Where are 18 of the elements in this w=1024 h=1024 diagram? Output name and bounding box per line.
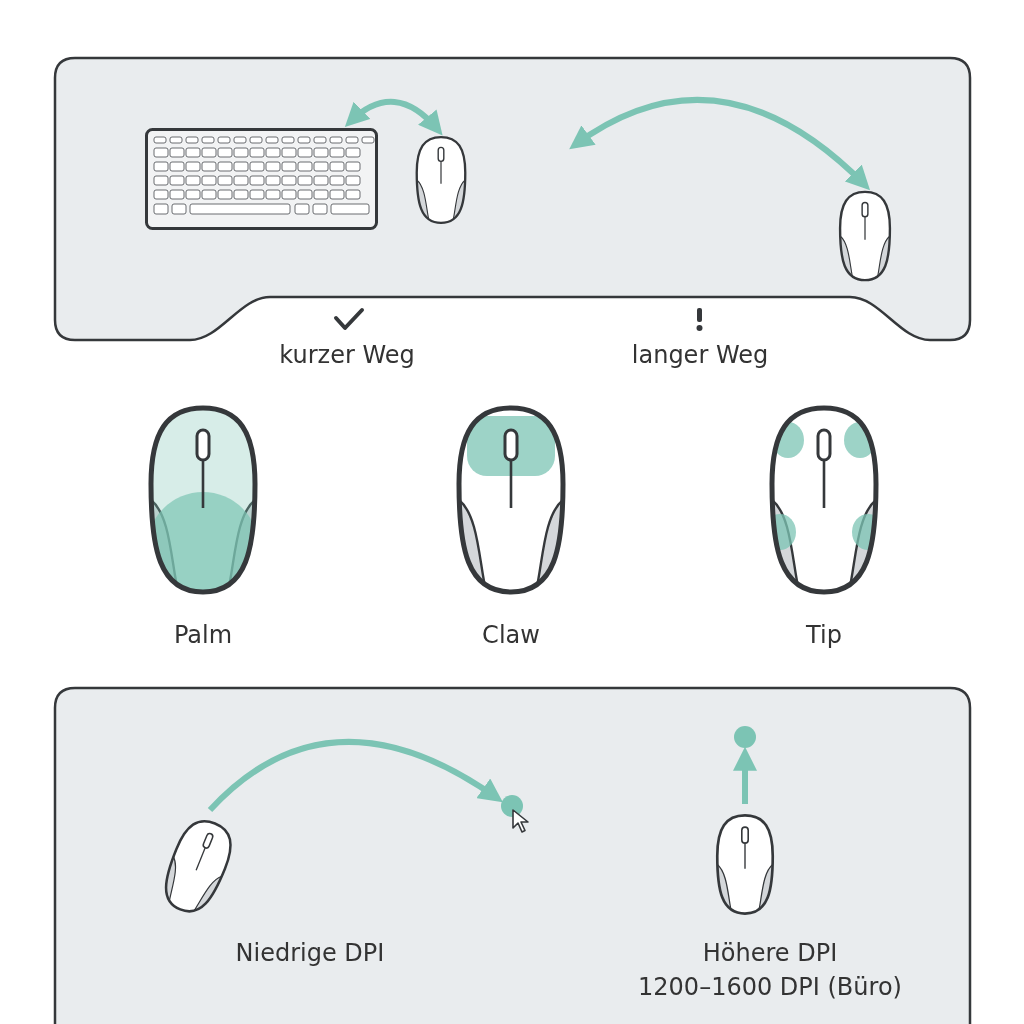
grip-label: Tip — [806, 620, 842, 650]
arrow — [569, 97, 871, 190]
mouse-drawing — [836, 190, 894, 282]
target-dot — [733, 725, 757, 749]
arrow — [344, 99, 443, 136]
path-label: kurzer Weg — [279, 340, 415, 370]
arrow — [207, 739, 504, 813]
dpi-label: Niedrige DPI — [235, 938, 385, 968]
arrow — [733, 746, 757, 804]
dpi-label: Höhere DPI — [702, 938, 838, 968]
keyboard-drawing — [145, 128, 378, 230]
path-label: langer Weg — [631, 340, 769, 370]
dpi-label: 1200–1600 DPI (Büro) — [638, 972, 902, 1002]
mouse-drawing — [413, 135, 469, 225]
target-dot — [500, 794, 524, 818]
mouse-drawing — [713, 812, 777, 917]
grip-label: Claw — [482, 620, 540, 650]
grip-label: Palm — [173, 620, 233, 650]
